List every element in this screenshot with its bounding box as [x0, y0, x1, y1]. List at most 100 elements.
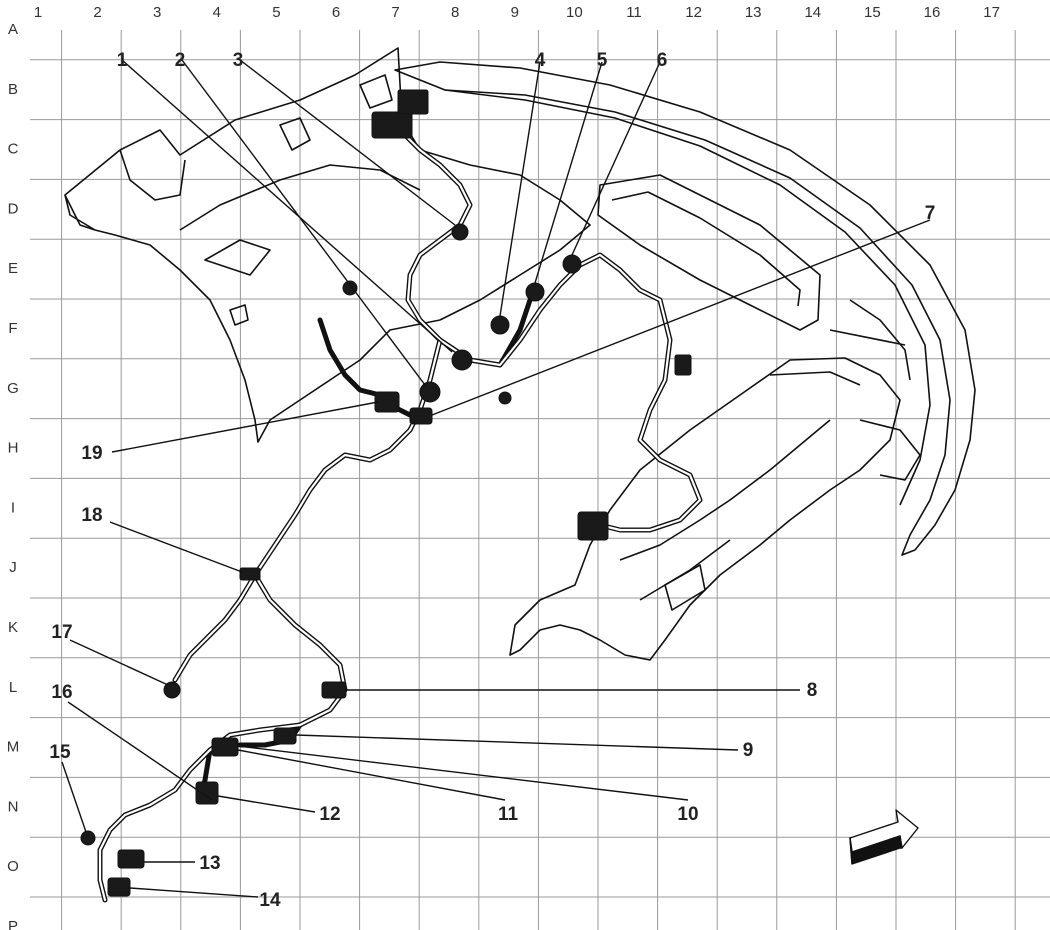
connector-13: [117, 849, 145, 869]
grid-column-label: 8: [451, 4, 459, 21]
callout-4: 4: [535, 50, 546, 71]
leader-3: [239, 59, 456, 226]
connector-9: [273, 727, 297, 745]
wiring-harness-inner: [98, 128, 702, 902]
front-direction-arrow-icon: [849, 809, 919, 865]
grid-row-label: N: [8, 798, 19, 815]
connector-8: [321, 681, 347, 699]
grid-column-label: 16: [924, 4, 941, 21]
callout-9: 9: [743, 740, 754, 761]
leader-19: [111, 401, 379, 453]
callout-2: 2: [175, 50, 186, 71]
grid-column-label: 7: [391, 4, 399, 21]
callout-leader-lines: [61, 59, 931, 898]
connector-right-upper: [674, 354, 692, 376]
connector-left-upper: [342, 280, 358, 296]
grid-row-label: H: [8, 440, 19, 457]
leader-17: [69, 639, 169, 686]
grid-row-label: E: [8, 260, 18, 277]
grid-row-label: I: [11, 499, 15, 516]
connector-7: [409, 407, 433, 425]
connector-upper-block: [397, 89, 429, 115]
callout-11: 11: [498, 804, 519, 825]
callout-1: 1: [117, 50, 128, 71]
callout-12: 12: [319, 804, 340, 825]
rear-bumper-fascia: [394, 61, 976, 556]
leader-7: [431, 219, 931, 416]
connector-ground: [498, 391, 512, 405]
grid-row-label: G: [7, 380, 19, 397]
grid-row-label: J: [9, 559, 17, 576]
connector-2: [419, 381, 441, 403]
grid-row-label: D: [8, 200, 19, 217]
callout-6: 6: [657, 50, 668, 71]
callout-8: 8: [807, 680, 818, 701]
callout-16: 16: [51, 682, 72, 703]
leader-2: [181, 59, 426, 386]
grid-row-label: P: [8, 918, 18, 930]
callout-10: 10: [677, 804, 698, 825]
connector-6: [562, 254, 582, 274]
callout-17: 17: [51, 622, 72, 643]
leader-11: [237, 749, 506, 801]
grid-column-label: 2: [93, 4, 101, 21]
grid-column-label: 3: [153, 4, 161, 21]
callout-7: 7: [925, 203, 936, 224]
leader-12: [217, 795, 316, 813]
callout-3: 3: [233, 50, 244, 71]
grid-column-label: 9: [511, 4, 519, 21]
connector-18: [239, 567, 261, 581]
grid-column-label: 4: [213, 4, 221, 21]
connector-19: [374, 391, 400, 413]
callout-14: 14: [259, 890, 281, 911]
connector-4: [490, 315, 510, 335]
grid-column-label: 11: [626, 4, 642, 21]
callout-19: 19: [81, 443, 102, 464]
rear-compartment-panel: [64, 47, 591, 443]
leader-9: [295, 734, 739, 751]
leader-10: [237, 745, 689, 801]
leader-16: [67, 701, 213, 801]
leader-6: [571, 61, 661, 256]
grid-row-label: O: [7, 858, 19, 875]
fuel-tank-floor-panel: [509, 357, 921, 661]
callout-18: 18: [81, 505, 102, 526]
grid-row-label: B: [8, 81, 18, 98]
callout-5: 5: [597, 50, 608, 71]
grid-column-label: 6: [332, 4, 340, 21]
connector-17: [163, 681, 181, 699]
grid-column-label: 13: [745, 4, 762, 21]
grid-column-label: 17: [983, 4, 1000, 21]
connector-5: [525, 282, 545, 302]
leader-14: [129, 887, 259, 898]
grid-row-label: C: [8, 141, 19, 158]
grid-column-label: 1: [34, 4, 42, 21]
connector-14: [107, 877, 131, 897]
connector-15: [80, 830, 96, 846]
callout-15: 15: [49, 742, 71, 763]
leader-4: [499, 61, 541, 317]
leader-1: [121, 59, 453, 353]
grid-row-label: F: [8, 320, 17, 337]
connector-floor-block: [577, 511, 609, 541]
connector-main-block: [371, 111, 413, 139]
connector-3: [451, 223, 469, 241]
leader-5: [534, 61, 603, 284]
grid-column-label: 5: [272, 4, 280, 21]
callout-labels: 1 2 3 4 5 6 7 8 9 10 11 12 13 14 15 16 1…: [49, 50, 935, 911]
grid-column-label: 15: [864, 4, 881, 21]
connector-12: [195, 781, 219, 805]
callout-13: 13: [199, 853, 220, 874]
harness-connectors: [80, 89, 692, 897]
grid-row-label: L: [9, 679, 17, 696]
grid-column-label: 14: [804, 4, 821, 21]
grid-column-label: 12: [685, 4, 702, 21]
grid-row-label: A: [8, 21, 18, 38]
leader-18: [109, 521, 243, 573]
connector-11: [211, 737, 239, 757]
grid-row-label: K: [8, 619, 18, 636]
